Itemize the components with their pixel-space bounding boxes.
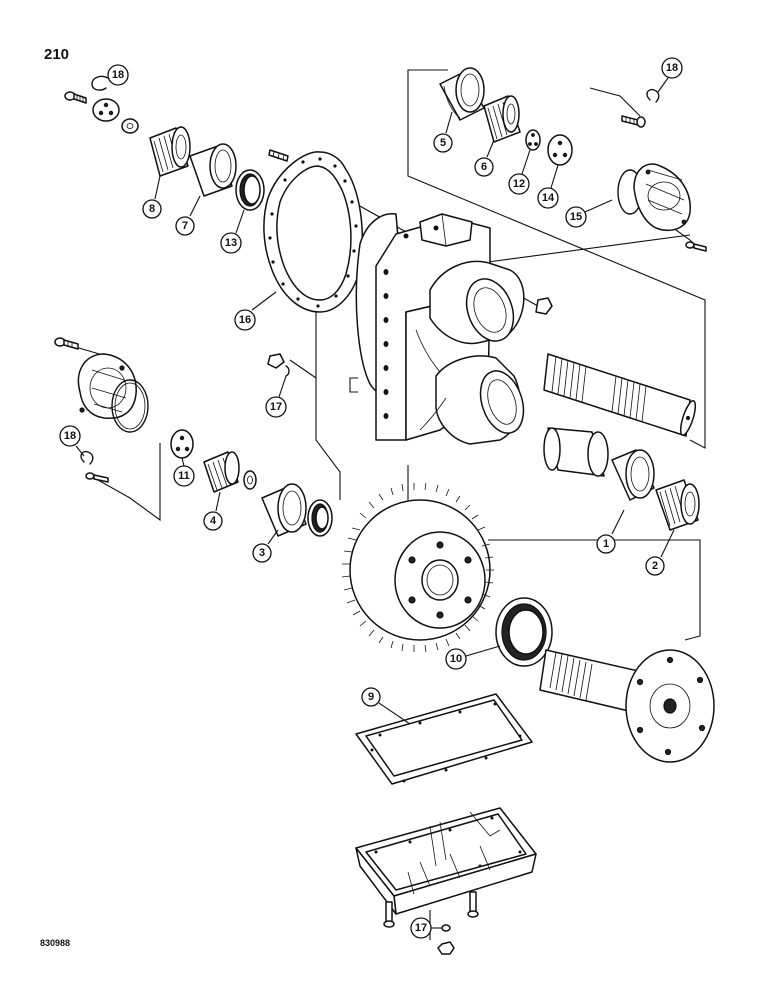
callout-7: 7 (175, 195, 201, 236)
bolt-left-cover (54, 337, 79, 350)
svg-text:1: 1 (603, 538, 609, 550)
bearing-cone-6 (483, 95, 521, 143)
retainer-plate-14 (547, 134, 573, 166)
bolt-left-lower (85, 472, 109, 483)
callout-4: 4 (203, 491, 223, 531)
callout-3: 3 (252, 529, 279, 563)
bearing-cup-5 (439, 67, 485, 121)
svg-text:12: 12 (513, 178, 525, 190)
axle-shaft (543, 353, 697, 437)
gasket-9 (355, 693, 533, 785)
svg-text:9: 9 (368, 691, 374, 703)
bolt-top-right (621, 115, 646, 128)
svg-text:2: 2 (652, 560, 658, 572)
callout-16: 16 (234, 291, 277, 331)
callout-2: 2 (645, 529, 675, 576)
retainer-plate-11 (170, 429, 194, 459)
callout-18-top-right: 18 (657, 57, 683, 93)
oil-pan (355, 807, 537, 915)
gasket-16 (263, 151, 364, 313)
svg-text:6: 6 (481, 161, 487, 173)
bearing-cone-4 (203, 451, 240, 493)
callout-18-top-left: 18 (91, 64, 129, 91)
retainer-plate-top-left (92, 98, 120, 122)
callout-15: 15 (565, 199, 613, 228)
shim-left (243, 470, 257, 490)
screw-17-lower (437, 924, 455, 955)
shim-top-left (121, 118, 139, 134)
svg-text:8: 8 (149, 203, 155, 215)
callout-14: 14 (537, 164, 559, 209)
bearing-cup-3 (261, 483, 307, 537)
callout-5: 5 (433, 111, 453, 153)
spacer-sleeve (543, 427, 609, 477)
callout-18-left: 18 (59, 425, 85, 457)
callout-13: 13 (220, 209, 245, 254)
callout-12: 12 (508, 149, 531, 195)
svg-text:5: 5 (440, 137, 446, 149)
bolt-top-left (64, 91, 87, 104)
o-ring-left (111, 379, 149, 433)
svg-text:4: 4 (210, 515, 217, 527)
bearing-cup-1 (611, 449, 655, 501)
svg-text:15: 15 (570, 211, 582, 223)
svg-text:18: 18 (112, 69, 124, 81)
seal-13 (235, 169, 265, 211)
svg-text:18: 18 (64, 430, 76, 442)
callout-1: 1 (596, 509, 625, 554)
svg-text:10: 10 (450, 653, 462, 665)
callout-9: 9 (361, 687, 411, 725)
seal-left (307, 499, 333, 537)
callout-10: 10 (445, 645, 501, 670)
ring-gear (341, 482, 494, 653)
cover-15 (617, 163, 691, 232)
svg-text:18: 18 (666, 62, 678, 74)
screw-17-upper (267, 353, 290, 377)
svg-text:13: 13 (225, 237, 237, 249)
bearing-cone-2 (655, 479, 700, 531)
figure-code: 830988 (40, 938, 71, 948)
svg-text:14: 14 (542, 192, 555, 204)
bearing-cone-8 (149, 126, 191, 177)
snap-ring-top-right (646, 88, 660, 103)
left-cover (77, 353, 137, 420)
callout-11: 11 (173, 457, 195, 487)
callout-6: 6 (474, 139, 495, 177)
bolt-cover-15 (685, 241, 707, 252)
snap-ring-left (80, 450, 94, 465)
svg-text:7: 7 (182, 220, 188, 232)
callout-17-lower: 17 (410, 917, 442, 939)
callout-8: 8 (142, 175, 162, 219)
svg-text:17: 17 (415, 922, 427, 934)
svg-text:3: 3 (259, 547, 265, 559)
dowel-pin (268, 149, 289, 162)
shim-12 (525, 129, 541, 151)
svg-text:17: 17 (270, 401, 282, 413)
bearing-cup-7 (189, 143, 237, 197)
page-number: 210 (44, 46, 70, 63)
callout-17-upper: 17 (265, 375, 287, 418)
seal-10 (495, 597, 553, 667)
pan-bolts (383, 891, 479, 928)
axle-housing (355, 213, 553, 445)
svg-text:16: 16 (239, 314, 251, 326)
svg-text:11: 11 (178, 470, 190, 482)
flanged-shaft (539, 649, 715, 763)
